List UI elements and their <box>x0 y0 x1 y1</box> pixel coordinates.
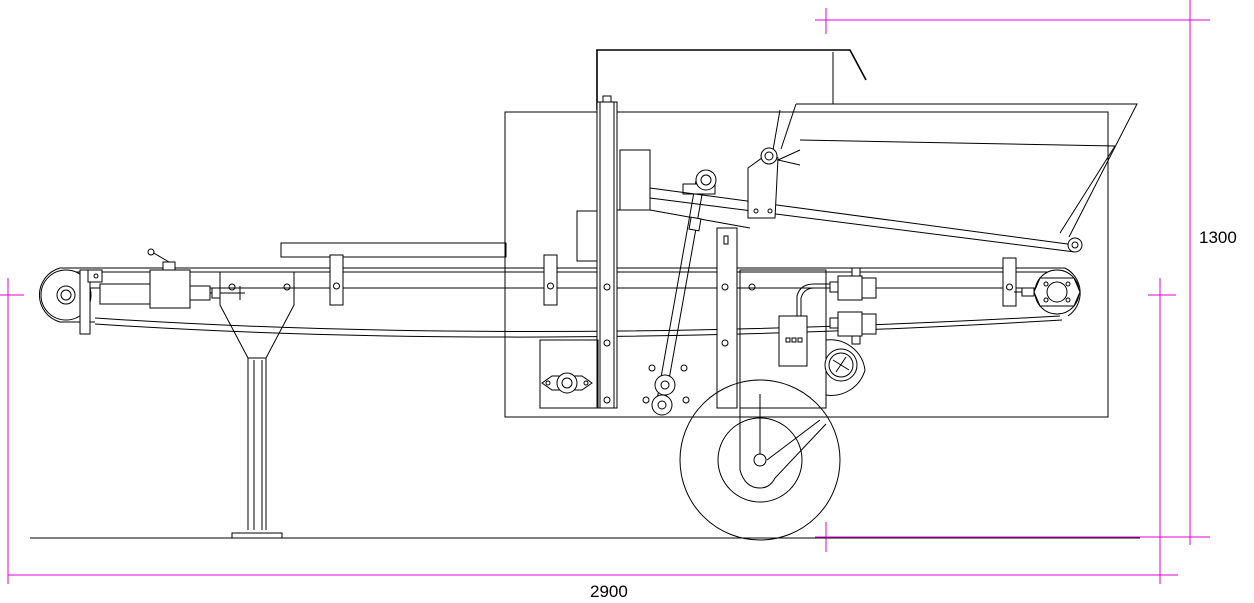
main-housing-frame <box>504 111 1109 418</box>
lower-plate <box>539 339 599 409</box>
overall-width-dimension-label: 2900 <box>590 582 628 601</box>
side-panels <box>280 149 751 262</box>
gearbox-panel <box>739 269 866 409</box>
transport-wheel <box>679 379 841 541</box>
belt-tensioner <box>99 248 245 309</box>
vertical-post <box>596 95 618 409</box>
central-strap <box>716 227 738 409</box>
shaker-arm <box>649 147 1083 253</box>
support-leg <box>219 272 295 539</box>
head-pulley <box>1014 269 1081 315</box>
tail-pulley <box>40 269 103 335</box>
belt-clamps <box>329 254 1017 307</box>
drive-linkage <box>642 169 717 416</box>
dimension-lines <box>0 0 1210 584</box>
overall-height-dimension-label: 1300 <box>1199 228 1237 247</box>
conveyor-belt <box>38 267 1081 338</box>
hopper <box>596 49 1138 238</box>
gauge <box>824 348 858 382</box>
hydraulic-valves <box>829 267 877 345</box>
